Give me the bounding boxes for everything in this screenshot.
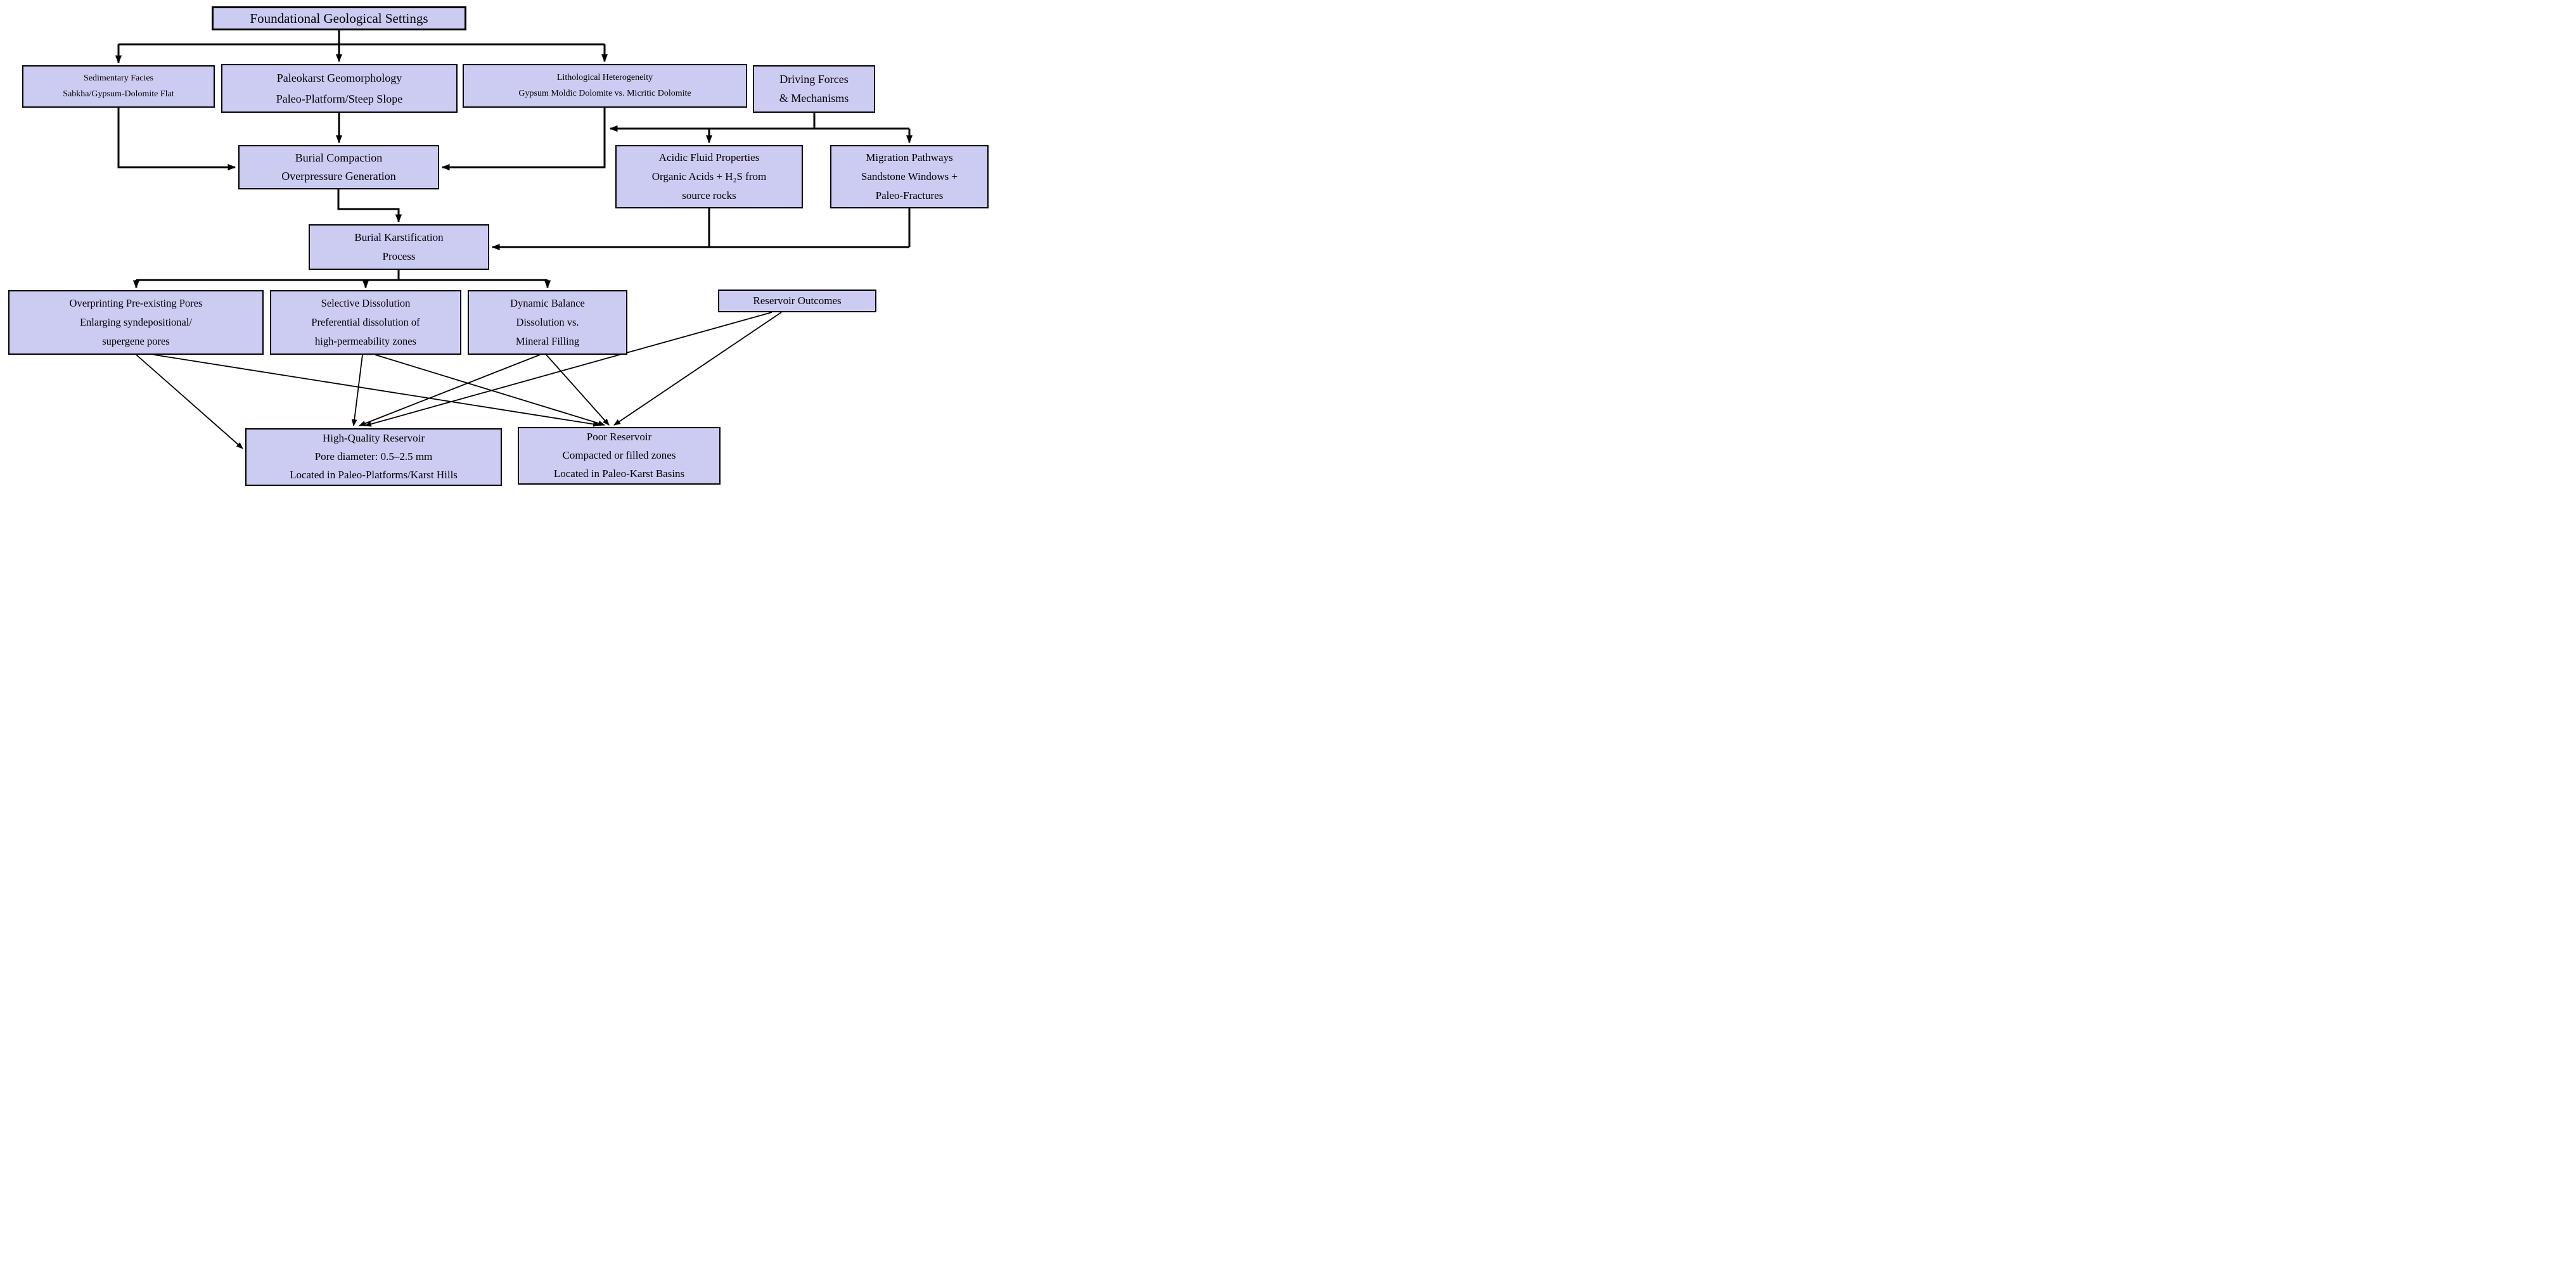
- node-reservoir-outcomes: Reservoir Outcomes: [718, 290, 876, 312]
- node-label: Organic Acids + H₂S from: [651, 170, 767, 183]
- edge-dynamic-to-poor: [546, 354, 610, 426]
- node-label: Pore diameter: 0.5–2.5 mm: [314, 450, 433, 463]
- node-label: Located in Paleo-Karst Basins: [553, 467, 685, 480]
- node-label: high-permeability zones: [315, 334, 416, 347]
- node-label: Process: [382, 250, 416, 262]
- node-overprinting-pre-existing-pores: Overprinting Pre-existing Pores Enlargin…: [8, 290, 264, 355]
- node-label: Migration Pathways: [866, 151, 953, 164]
- edge-overprinting-to-poor: [153, 354, 601, 427]
- node-label: Paleokarst Geomorphology: [276, 72, 402, 85]
- node-label: Overprinting Pre-existing Pores: [69, 297, 203, 310]
- node-label: Paleo-Platform/Steep Slope: [276, 92, 403, 105]
- node-label: Sandstone Windows +: [861, 170, 958, 183]
- edge-burial-compaction-to-burial-karst: [337, 189, 402, 223]
- node-dynamic-balance: Dynamic Balance Dissolution vs. Mineral …: [468, 290, 627, 355]
- node-label: Reservoir Outcomes: [753, 295, 842, 307]
- edge-lithological-to-burial-compaction: [441, 108, 606, 171]
- node-foundational-geological-settings: Foundational Geological Settings: [212, 6, 466, 30]
- node-label: supergene pores: [102, 334, 170, 347]
- node-poor-reservoir: Poor Reservoir Compacted or filled zones…: [518, 427, 721, 485]
- node-label: Sabkha/Gypsum-Dolomite Flat: [63, 89, 174, 99]
- node-label: Paleo-Fractures: [875, 189, 944, 201]
- node-label: Mineral Filling: [515, 334, 580, 347]
- node-paleokarst-geomorphology: Paleokarst Geomorphology Paleo-Platform/…: [221, 64, 458, 113]
- node-label: Driving Forces: [779, 72, 849, 86]
- edge-overprinting-to-high-quality: [136, 354, 243, 449]
- node-label: Burial Karstification: [354, 231, 444, 244]
- node-label: & Mechanisms: [779, 91, 849, 105]
- edge-dynamic-to-high-quality: [358, 354, 541, 426]
- edge-selective-to-high-quality: [351, 354, 363, 427]
- node-lithological-heterogeneity: Lithological Heterogeneity Gypsum Moldic…: [463, 64, 747, 108]
- node-label: Lithological Heterogeneity: [556, 73, 653, 82]
- node-label: Poor Reservoir: [586, 431, 652, 443]
- node-label: Acidic Fluid Properties: [658, 151, 760, 164]
- node-burial-karstification-process: Burial Karstification Process: [309, 224, 489, 270]
- node-selective-dissolution: Selective Dissolution Preferential disso…: [270, 290, 461, 355]
- edge-selective-to-poor: [375, 354, 606, 426]
- node-burial-compaction: Burial Compaction Overpressure Generatio…: [238, 145, 439, 189]
- node-label: Overpressure Generation: [281, 170, 396, 182]
- node-label: Compacted or filled zones: [562, 449, 676, 462]
- edge-sedimentary-to-burial-compaction: [117, 108, 236, 171]
- node-label: High-Quality Reservoir: [323, 432, 425, 445]
- flowchart-canvas: Foundational Geological Settings Sedimen…: [0, 0, 992, 495]
- node-sedimentary-facies: Sedimentary Facies Sabkha/Gypsum-Dolomit…: [22, 65, 215, 108]
- node-label: Foundational Geological Settings: [250, 10, 428, 26]
- node-acidic-fluid-properties: Acidic Fluid Properties Organic Acids + …: [615, 145, 803, 208]
- node-label: Located in Paleo-Platforms/Karst Hills: [290, 468, 458, 481]
- node-label: Dissolution vs.: [516, 316, 579, 329]
- node-label: Dynamic Balance: [510, 297, 585, 310]
- node-label: Preferential dissolution of: [311, 316, 420, 329]
- node-label: Burial Compaction: [295, 151, 383, 165]
- node-driving-forces-mechanisms: Driving Forces & Mechanisms: [753, 65, 875, 113]
- node-label: Selective Dissolution: [321, 297, 411, 310]
- node-label: Enlarging syndepositional/: [79, 316, 193, 329]
- node-label: Gypsum Moldic Dolomite vs. Micritic Dolo…: [518, 88, 691, 98]
- node-migration-pathways: Migration Pathways Sandstone Windows + P…: [830, 145, 989, 208]
- node-high-quality-reservoir: High-Quality Reservoir Pore diameter: 0.…: [245, 428, 502, 486]
- edge-outcomes-to-poor: [613, 312, 782, 426]
- node-label: source rocks: [682, 189, 736, 201]
- node-label: Sedimentary Facies: [83, 73, 154, 83]
